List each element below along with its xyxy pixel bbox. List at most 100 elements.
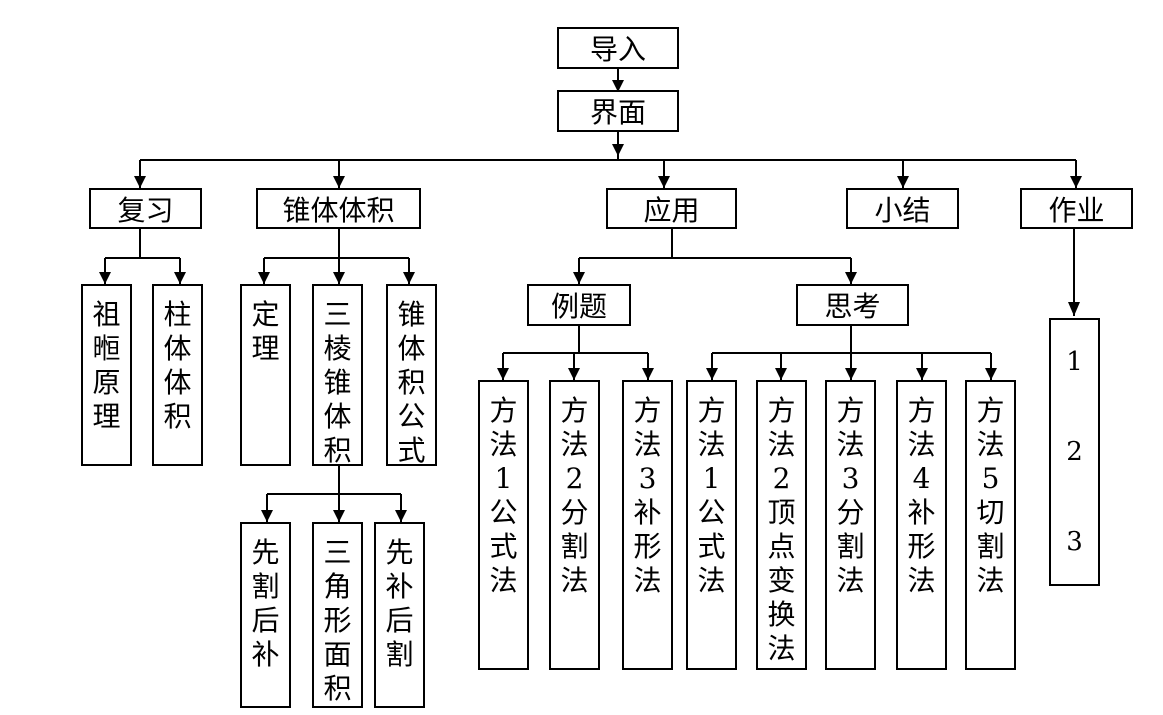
node-char: 割 — [836, 530, 865, 563]
node-char: 5 — [981, 462, 1000, 495]
node-char: 方 — [489, 394, 518, 427]
node-char: 体 — [163, 366, 192, 399]
node-char: 4 — [912, 462, 931, 495]
node-char: 后 — [385, 604, 414, 637]
node-char: 先 — [385, 536, 414, 569]
node-char: 方 — [907, 394, 936, 427]
node-cone-volume: 锥体体积 — [256, 188, 421, 229]
node-char: 形 — [633, 530, 662, 563]
node-fill-then-cut: 先补后割 — [374, 522, 425, 708]
node-char: 法 — [836, 564, 865, 597]
node-char: 暅 — [92, 332, 121, 365]
node-char: 1 — [494, 462, 513, 495]
homework-item-2: 2 — [1066, 437, 1083, 467]
node-prism-volume: 柱体体积 — [152, 284, 203, 466]
node-char: 体 — [397, 332, 426, 365]
node-char: 方 — [976, 394, 1005, 427]
node-char: 定 — [251, 298, 280, 331]
node-char: 变 — [767, 564, 796, 597]
node-char: 棱 — [323, 332, 352, 365]
node-char: 割 — [385, 638, 414, 671]
node-char: 积 — [163, 400, 192, 433]
node-char: 法 — [767, 428, 796, 461]
node-char: 补 — [251, 638, 280, 671]
node-char: 法 — [976, 428, 1005, 461]
node-interface: 界面 — [557, 90, 679, 132]
node-char: 割 — [251, 570, 280, 603]
node-char: 法 — [489, 564, 518, 597]
node-char: 角 — [323, 570, 352, 603]
node-char: 体 — [163, 332, 192, 365]
node-tri-pyramid-volume: 三棱锥体积 — [312, 284, 363, 467]
node-char: 柱 — [163, 298, 192, 331]
node-char: 2 — [772, 462, 791, 495]
node-example: 例题 — [527, 284, 631, 326]
node-char: 积 — [397, 366, 426, 399]
node-char: 2 — [565, 462, 584, 495]
node-char: 方 — [836, 394, 865, 427]
node-char: 面 — [323, 638, 352, 671]
node-char: 方 — [697, 394, 726, 427]
node-thinking: 思考 — [796, 284, 909, 326]
node-homework-items: 1 2 3 — [1049, 318, 1100, 586]
node-char: 积 — [323, 672, 352, 705]
node-char: 方 — [767, 394, 796, 427]
node-char: 3 — [841, 462, 860, 495]
node-char: 点 — [767, 530, 796, 563]
homework-item-1: 1 — [1066, 347, 1083, 377]
node-char: 法 — [697, 564, 726, 597]
node-char: 法 — [697, 428, 726, 461]
node-char: 割 — [976, 530, 1005, 563]
node-char: 分 — [836, 496, 865, 529]
node-char: 1 — [702, 462, 721, 495]
node-char: 理 — [251, 332, 280, 365]
node-char: 先 — [251, 536, 280, 569]
node-homework: 作业 — [1020, 188, 1133, 229]
node-char: 形 — [323, 604, 352, 637]
node-char: 法 — [633, 564, 662, 597]
node-char: 体 — [323, 400, 352, 433]
node-char: 法 — [560, 564, 589, 597]
node-char: 法 — [489, 428, 518, 461]
node-char: 式 — [697, 530, 726, 563]
node-char: 锥 — [397, 298, 426, 331]
node-char: 公 — [397, 400, 426, 433]
node-char: 锥 — [323, 366, 352, 399]
node-char: 补 — [907, 496, 936, 529]
node-char: 原 — [92, 366, 121, 399]
node-char: 后 — [251, 604, 280, 637]
node-zuxuan-principle: 祖暅原理 — [81, 284, 132, 466]
node-triangle-area: 三角形面积 — [312, 522, 363, 708]
node-char: 公 — [697, 496, 726, 529]
node-review: 复习 — [89, 188, 202, 229]
node-char: 换 — [767, 598, 796, 631]
node-char: 补 — [385, 570, 414, 603]
node-char: 分 — [560, 496, 589, 529]
node-char: 形 — [907, 530, 936, 563]
node-char: 式 — [489, 530, 518, 563]
node-char: 祖 — [92, 298, 121, 331]
node-char: 法 — [767, 632, 796, 665]
node-cone-formula: 锥体积公式 — [386, 284, 437, 467]
node-intro: 导入 — [557, 27, 679, 69]
node-char: 三 — [323, 298, 352, 331]
node-char: 积 — [323, 434, 352, 467]
node-char: 3 — [638, 462, 657, 495]
node-char: 补 — [633, 496, 662, 529]
node-cut-then-fill: 先割后补 — [240, 522, 291, 708]
node-char: 顶 — [767, 496, 796, 529]
node-char: 方 — [560, 394, 589, 427]
node-char: 切 — [976, 496, 1005, 529]
node-char: 法 — [633, 428, 662, 461]
node-theorem: 定理 — [240, 284, 291, 466]
node-char: 法 — [907, 428, 936, 461]
node-application: 应用 — [606, 188, 737, 229]
node-char: 法 — [560, 428, 589, 461]
